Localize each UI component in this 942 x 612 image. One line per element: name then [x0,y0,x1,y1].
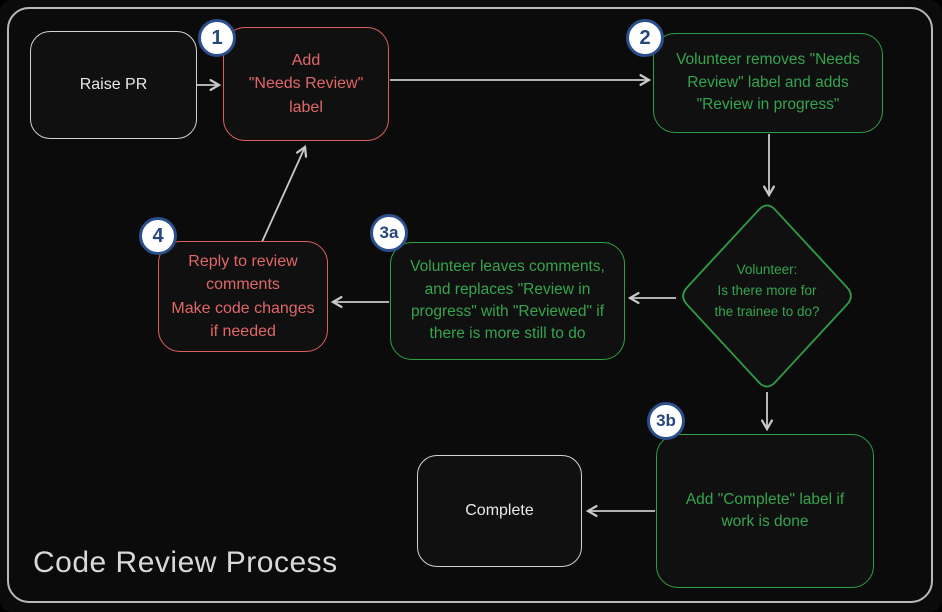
node-step4-label: Reply to review comments Make code chang… [171,253,315,340]
node-raise-pr: Raise PR [30,31,197,139]
node-step3a-label: Volunteer leaves comments, and replaces … [410,258,605,343]
step-badge-4: 4 [139,217,177,255]
node-step3b-add-complete-label: Add "Complete" label if work is done [656,434,874,588]
node-step1-add-needs-review: Add "Needs Review" label [223,27,389,141]
node-step4-reply-comments: Reply to review comments Make code chang… [158,241,328,352]
step-badge-2: 2 [626,19,664,57]
node-step2-volunteer-removes: Volunteer removes "Needs Review" label a… [653,33,883,133]
node-step1-label: Add "Needs Review" label [248,52,364,116]
node-step3a-volunteer-comments: Volunteer leaves comments, and replaces … [390,242,625,360]
node-complete-label: Complete [465,502,534,520]
node-decision-label: Volunteer: Is there more for the trainee… [714,262,820,319]
step-badge-3a: 3a [370,214,408,252]
step-badge-1: 1 [198,19,236,57]
node-step2-label: Volunteer removes "Needs Review" label a… [676,51,860,114]
diagram-frame-border [7,7,933,603]
node-step3b-label: Add "Complete" label if work is done [685,490,845,530]
step-badge-3b: 3b [647,402,685,440]
node-complete: Complete [417,455,582,567]
diagram-title: Code Review Process [33,546,338,579]
node-raise-pr-label: Raise PR [79,76,148,94]
